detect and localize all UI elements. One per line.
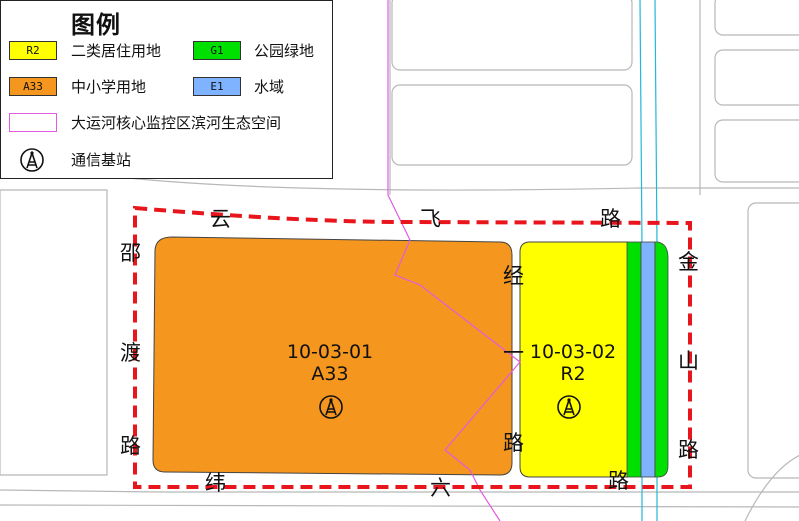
road-north-char-3: 路: [600, 207, 621, 231]
parcel-label-10-03-02: 10-03-02 R2: [518, 341, 628, 386]
road-south-edge: [0, 489, 799, 493]
cell-tower-icon: [20, 148, 44, 172]
road-west-char-3: 路: [120, 434, 141, 458]
road-east-char-1: 金: [678, 250, 699, 274]
block-ne2: [714, 49, 799, 106]
road-south-char-1: 纬: [205, 471, 226, 495]
legend-title: 图例: [71, 11, 121, 39]
water-strip: [640, 241, 656, 478]
parcel-10-03-01-area[interactable]: [152, 236, 513, 476]
surrounding-blocks: [0, 0, 799, 508]
road-north-char-1: 云: [210, 207, 231, 231]
block-boundary: [133, 205, 692, 489]
block-n2: [391, 84, 633, 166]
legend-box: 图例 R2 二类居住用地 G1 公园绿地 A33 中小学用地 E1 水域 大运河…: [0, 0, 333, 179]
legend-label-g1: 公园绿地: [254, 42, 315, 60]
block-nw-lower: [0, 189, 108, 476]
legend-label-cell-tower: 通信基站: [71, 151, 132, 169]
road-east-char-3: 路: [678, 438, 699, 462]
road-west-char-2: 渡: [120, 341, 141, 365]
legend-label-r2: 二类居住用地: [71, 42, 162, 60]
legend-label-a33: 中小学用地: [71, 78, 147, 96]
water-lines: [639, 0, 658, 521]
legend-swatch-a33: A33: [9, 77, 57, 96]
road-north-char-2: 飞: [420, 207, 441, 231]
block-ne1: [714, 0, 799, 36]
road-middle-char-3: 路: [503, 431, 524, 455]
road-west-char-1: 邵: [120, 241, 141, 265]
parcel-10-03-02-area[interactable]: [519, 241, 629, 478]
road-middle-char-1: 经: [503, 264, 524, 288]
block-e: [747, 202, 799, 479]
parcel-label-10-03-01: 10-03-01 A33: [275, 341, 385, 386]
parcel-id: 10-03-01: [286, 341, 374, 363]
road-east-char-2: 山: [678, 349, 699, 373]
cell-tower-icon: [319, 395, 343, 419]
legend-swatch-canal-boundary: [9, 113, 57, 132]
block-ne3: [714, 119, 799, 183]
cell-tower-icon: [557, 395, 581, 419]
road-middle-char-2: 一: [503, 341, 524, 365]
legend-swatch-e1: E1: [193, 77, 241, 96]
parcel-code: R2: [560, 362, 586, 385]
road-north-edge: [127, 177, 799, 191]
road-south-char-2: 六: [430, 476, 451, 500]
green-strip: [626, 241, 642, 478]
parcel-id: 10-03-02: [529, 341, 617, 363]
legend-label-canal-boundary: 大运河核心监控区滨河生态空间: [71, 114, 282, 132]
green-strip-east: [654, 241, 669, 478]
legend-swatch-r2: R2: [9, 41, 57, 60]
road-south-edge-2: [0, 504, 799, 508]
legend-swatch-g1: G1: [193, 41, 241, 60]
canal-boundary-line: [387, 0, 521, 521]
block-n1: [391, 0, 633, 71]
road-curve-se: [744, 454, 799, 521]
legend-label-e1: 水域: [254, 78, 285, 96]
parcel-code: A33: [311, 362, 349, 385]
road-south-char-3: 路: [608, 469, 629, 493]
